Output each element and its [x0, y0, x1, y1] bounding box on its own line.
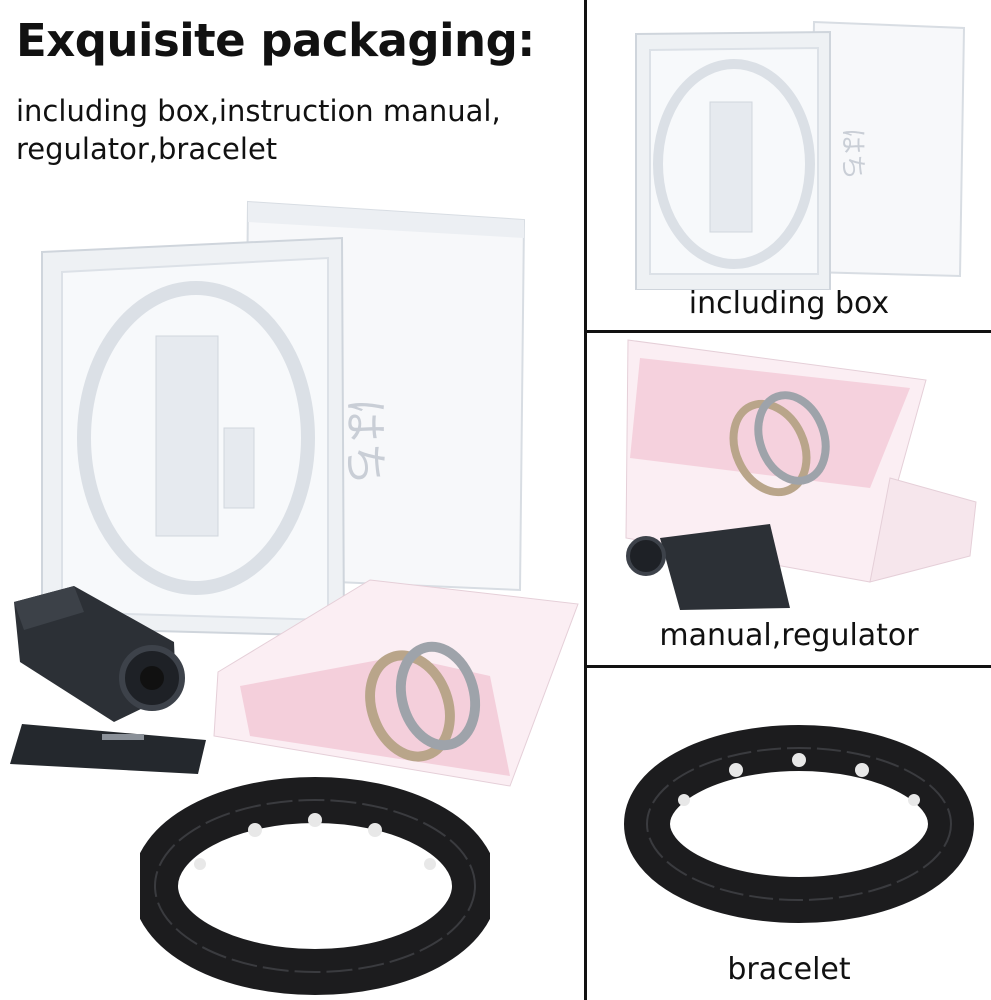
manual-regulator-photo	[625, 339, 977, 610]
bracelet-image	[140, 777, 490, 995]
page-title: Exquisite packaging:	[16, 14, 535, 67]
caption-box: including box	[688, 286, 890, 321]
regulator-tool	[14, 586, 185, 722]
box-logo: はち	[339, 398, 390, 486]
vertical-divider	[584, 0, 587, 1000]
instruction-manual	[213, 579, 579, 787]
package-contents-text: including box,instruction manual, regula…	[16, 94, 501, 166]
bracelet-photo	[624, 725, 974, 923]
small-box-logo: はち	[837, 128, 867, 180]
box-photo: はち	[635, 20, 966, 290]
box-base	[41, 236, 346, 638]
caption-manual-regulator: manual,regulator	[659, 618, 919, 653]
horizontal-divider-top	[587, 330, 991, 333]
horizontal-divider-bottom	[587, 665, 991, 668]
main-product-photo: Exquisite packaging: including box,instr…	[10, 14, 579, 995]
caption-bracelet: bracelet	[727, 952, 851, 987]
spare-plate	[10, 724, 206, 774]
